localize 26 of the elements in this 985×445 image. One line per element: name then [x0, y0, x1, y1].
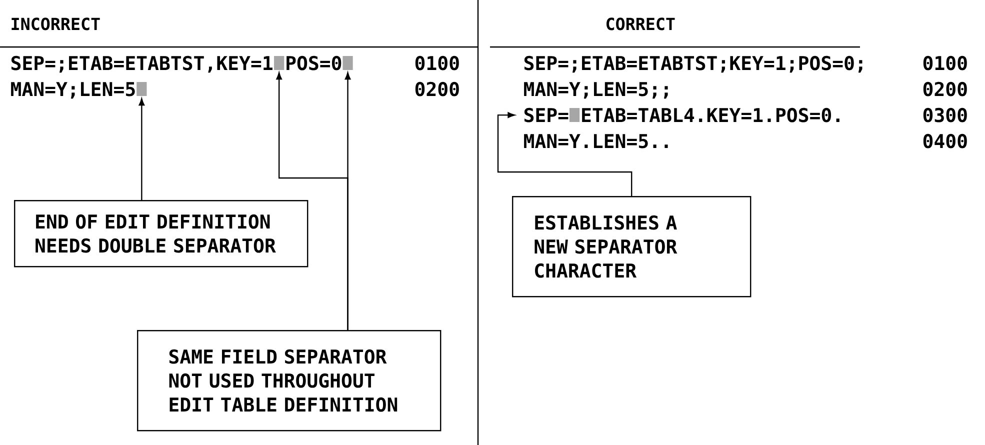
code-text: MAN=Y;LEN=5;; [524, 82, 668, 99]
code-text: MAN=Y;LEN=5 [11, 82, 135, 99]
code-text: POS=0 [286, 56, 342, 70]
code-text: 0100 [923, 56, 967, 70]
shaded-character-mark [136, 82, 147, 96]
code-text: 0200 [415, 82, 459, 96]
code-text: ETAB=TABL4.KEY=1.POS=0. [582, 108, 840, 122]
callout-box: ESTABLISHES A NEW SEPARATOR CHARACTER [512, 196, 752, 298]
callout-box: END OF EDIT DEFINITION NEEDS DOUBLE SEPARATOR [14, 200, 308, 268]
code-text: 0300 [923, 108, 967, 122]
shaded-character-mark [569, 108, 580, 122]
code-text: SEP=;ETAB=ETABTST;KEY=1;POS=0; [524, 56, 862, 73]
leader-arrow [138, 98, 145, 200]
leader-arrow [497, 112, 632, 196]
column-heading: INCORRECT [12, 18, 100, 30]
code-text: MAN=Y.LEN=5.. [524, 134, 668, 148]
code-text: 0400 [923, 134, 967, 148]
code-text: 0100 [415, 56, 459, 70]
shaded-character-mark [274, 56, 284, 70]
column-heading: CORRECT [606, 18, 675, 30]
callout-box: SAME FIELD SEPARATOR NOT USED THROUGHOUT EDIT TABLE DEFINITION [137, 330, 442, 432]
code-text: SEP=;ETAB=ETABTST,KEY=1 [11, 56, 272, 73]
code-text: 0200 [923, 82, 967, 96]
leader-arrow [344, 72, 351, 330]
code-text: SEP= [524, 108, 568, 122]
shaded-character-mark [342, 56, 353, 70]
